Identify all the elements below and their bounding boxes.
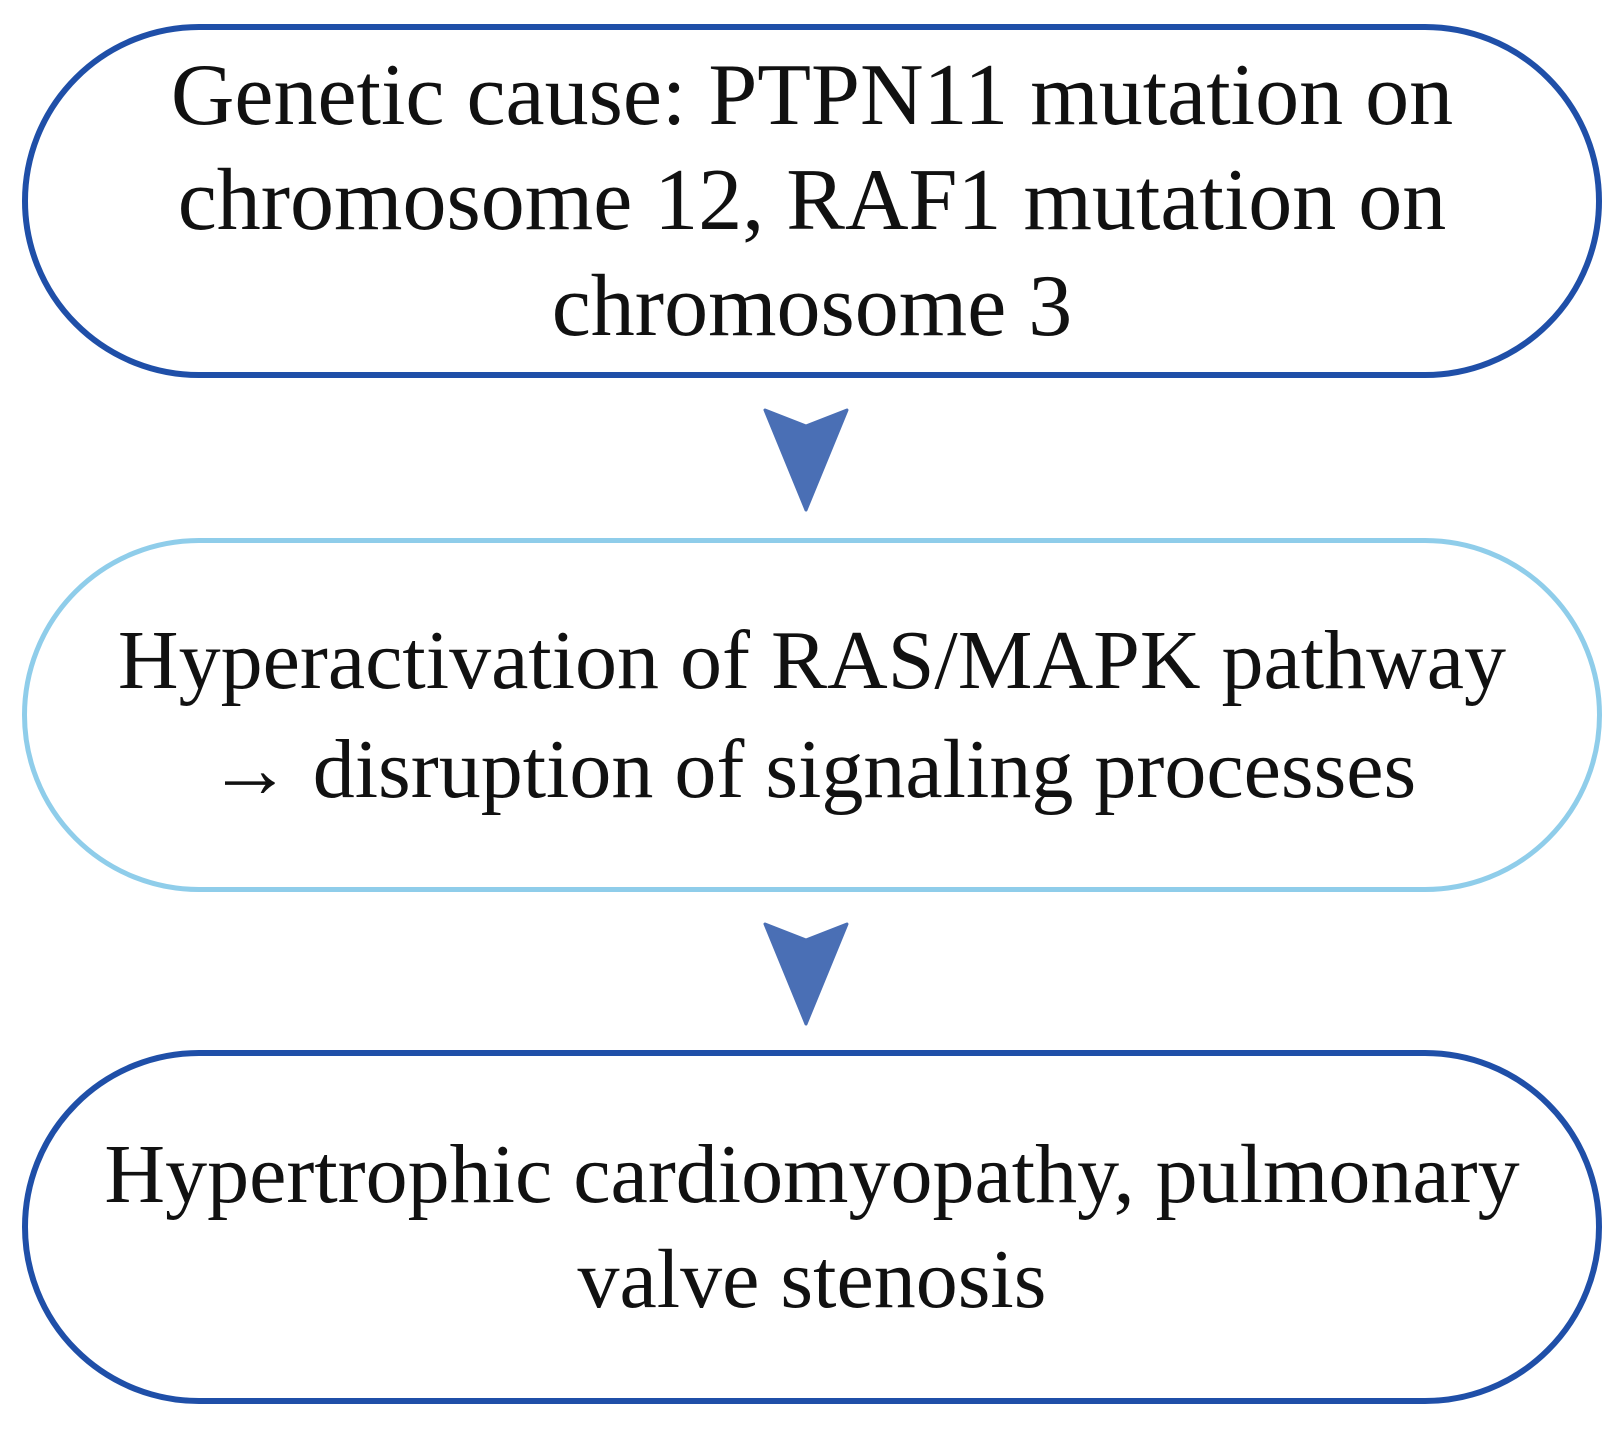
arrow-down-icon xyxy=(763,922,849,1026)
node-label: Genetic cause: PTPN11 mutation on chromo… xyxy=(170,46,1454,355)
flowchart-node-pathway: Hyperactivation of RAS/MAPK pathway → di… xyxy=(22,538,1602,892)
flowchart-node-outcome: Hypertrophic cardiomyopathy, pulmonary v… xyxy=(22,1050,1602,1404)
node-label: Hyperactivation of RAS/MAPK pathway → di… xyxy=(117,613,1507,816)
arrow-down-icon xyxy=(763,408,849,512)
flowchart-node-genetic-cause: Genetic cause: PTPN11 mutation on chromo… xyxy=(22,24,1602,378)
node-label: Hypertrophic cardiomyopathy, pulmonary v… xyxy=(104,1128,1520,1326)
